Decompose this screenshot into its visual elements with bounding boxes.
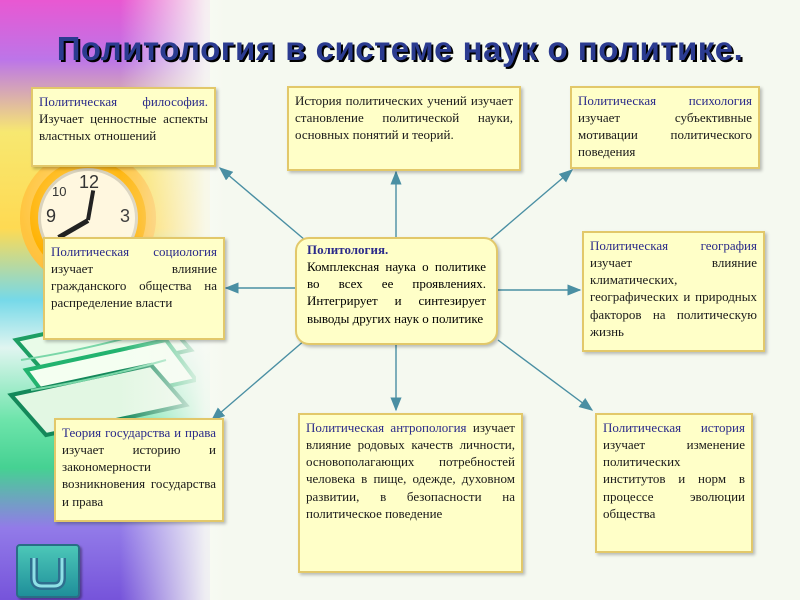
box-title: Теория государства и права [62,425,216,440]
box-political-sociology: Политическая социология изучает влияние … [43,237,225,340]
box-political-geography: Политическая география изучает влияние к… [582,231,765,352]
center-title: Политология. [307,242,389,257]
back-navigation-button[interactable] [16,544,80,598]
center-politology: Политология. Комплексная наука о политик… [295,237,498,345]
box-text: изучает влияние родовых качеств личности… [306,420,515,521]
arrow-to-philosophy [218,167,306,241]
box-title: Политическая история [603,420,745,435]
box-political-philosophy: Политическая философия. Изучает ценностн… [31,87,216,167]
u-turn-back-arrow-icon [30,558,66,590]
box-title: Политическая философия. [39,94,208,109]
box-political-anthropology: Политическая антропология изучает влияни… [298,413,523,573]
box-political-history: Политическая история изучает изменение п… [595,413,753,553]
box-political-psychology: Политическая психология изучает субъекти… [570,86,760,169]
box-text: История политических учений изучает стан… [295,93,513,143]
box-title: Политическая социология [51,244,217,259]
box-text: изучает историю и закономерности возникн… [62,442,216,509]
box-title: Политическая антропология [306,420,467,435]
box-text: Изучает ценностные аспекты властных отно… [39,111,208,144]
arrow-to-state-law [210,339,306,421]
box-title: Политическая психология [578,93,752,108]
box-text: изучает влияние климатических, географич… [590,255,757,339]
box-theory-of-state-and-law: Теория государства и права изучает истор… [54,418,224,522]
arrow-to-history [497,339,594,411]
slide-title: Политология в системе наук о политике. [56,30,744,67]
box-text: изучает изменение политических институто… [603,437,745,521]
box-title: Политическая география [590,238,757,253]
arrow-to-psychology [489,169,574,241]
box-text: изучает влияние гражданского общества на… [51,261,217,311]
box-text: изучает субъективные мотивации политичес… [578,110,752,160]
box-history-of-political-teachings: История политических учений изучает стан… [287,86,521,171]
center-text: Комплексная наука о политике во всех ее … [307,259,486,326]
